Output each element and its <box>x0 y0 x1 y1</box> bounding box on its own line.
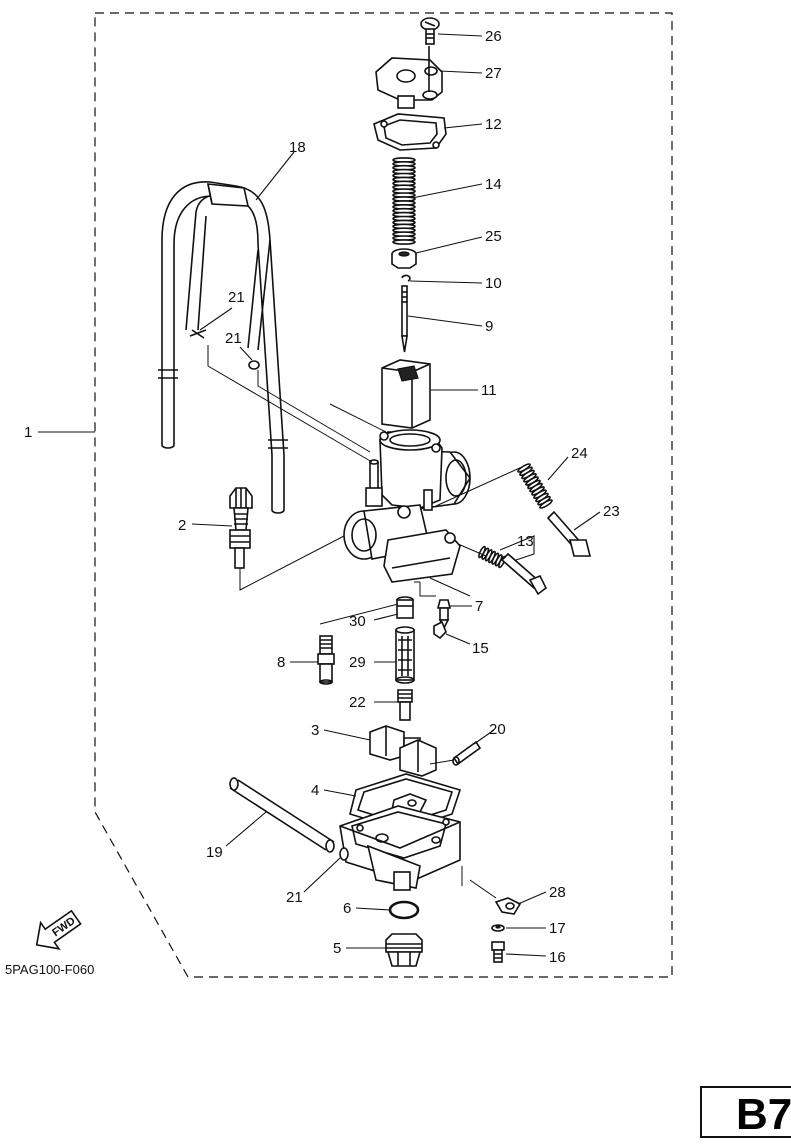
part-float-bowl <box>339 805 461 891</box>
drawing-code: 5PAG100-F060 <box>5 962 95 977</box>
part-throttle-stop-screw-2 <box>229 487 253 569</box>
part-vent-hose-18 <box>161 181 285 514</box>
callout-30: 30 <box>349 613 366 630</box>
part-main-nozzle-29 <box>395 626 415 684</box>
callout-15: 15 <box>472 640 489 657</box>
part-plate-15 <box>433 620 447 640</box>
callout-24: 24 <box>571 445 588 462</box>
callout-16: 16 <box>549 949 566 966</box>
part-gasket-12 <box>373 113 447 151</box>
part-clip-10 <box>401 274 411 282</box>
part-spring-seat-25 <box>391 248 417 269</box>
callout-10: 10 <box>485 275 502 292</box>
part-needle-jet-30 <box>396 596 414 619</box>
part-top-cover-27 <box>375 46 443 109</box>
callout-27: 27 <box>485 65 502 82</box>
callout-21-lower: 21 <box>286 889 303 906</box>
callout-23: 23 <box>603 503 620 520</box>
callout-29: 29 <box>349 654 366 671</box>
callout-9: 9 <box>485 318 493 335</box>
part-spring-14 <box>392 157 416 245</box>
part-starter-plunger-13 <box>478 545 548 596</box>
part-spring-24 <box>517 463 553 509</box>
callout-21-upper: 21 <box>228 289 245 306</box>
part-float-pin-20 <box>452 740 482 766</box>
callout-7: 7 <box>475 598 483 615</box>
callout-25: 25 <box>485 228 502 245</box>
callout-17: 17 <box>549 920 566 937</box>
assembly-boundary <box>94 12 673 978</box>
page-tag-label: B7 <box>736 1090 791 1139</box>
part-clip-21a <box>189 329 207 339</box>
callout-20: 20 <box>489 721 506 738</box>
part-air-screw-23 <box>546 510 592 557</box>
part-clip-21c <box>339 847 349 861</box>
part-bracket-28 <box>494 897 522 915</box>
part-throttle-valve-11 <box>381 359 431 429</box>
callout-3: 3 <box>311 722 319 739</box>
callout-2: 2 <box>178 517 186 534</box>
part-carburetor-body <box>343 429 471 583</box>
part-float-3 <box>369 725 437 777</box>
callout-22: 22 <box>349 694 366 711</box>
callout-28: 28 <box>549 884 566 901</box>
part-drain-hose-19 <box>229 777 335 853</box>
callout-13: 13 <box>517 533 534 550</box>
part-screw-26 <box>420 17 440 45</box>
part-needle-9 <box>401 285 408 353</box>
callout-1: 1 <box>24 424 32 441</box>
part-starter-jet-8 <box>317 635 335 685</box>
fwd-arrow-icon: FWD <box>35 909 82 950</box>
callout-4: 4 <box>311 782 319 799</box>
callout-21-middle: 21 <box>225 330 242 347</box>
callout-12: 12 <box>485 116 502 133</box>
part-main-jet-22 <box>397 689 413 721</box>
callout-5: 5 <box>333 940 341 957</box>
callout-11: 11 <box>481 382 497 399</box>
page-tag-box: B7 <box>700 1086 791 1139</box>
callout-14: 14 <box>485 176 502 193</box>
part-drain-plug-5 <box>385 933 423 967</box>
callout-18: 18 <box>289 139 306 156</box>
part-washer-17 <box>491 924 505 932</box>
callout-26: 26 <box>485 28 502 45</box>
part-clip-21b <box>248 360 260 370</box>
part-o-ring-6 <box>388 900 420 920</box>
callout-6: 6 <box>343 900 351 917</box>
callout-19: 19 <box>206 844 223 861</box>
callout-8: 8 <box>277 654 285 671</box>
part-screw-16 <box>491 941 505 963</box>
